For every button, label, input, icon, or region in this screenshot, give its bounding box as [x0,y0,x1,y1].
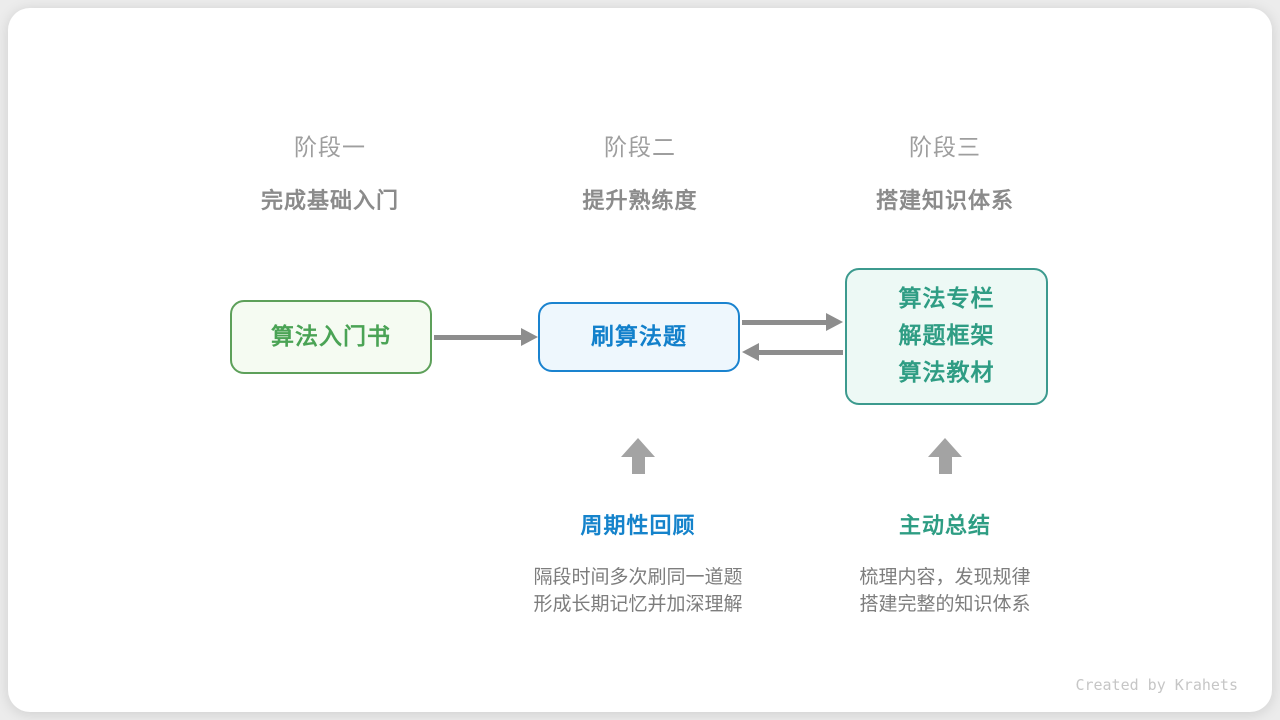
summary-title: 主动总结 [898,514,991,539]
arrow-up-icon [620,438,656,474]
stage3-header: 阶段三 搭建知识体系 [825,128,1065,215]
stage2-header: 阶段二 提升熟练度 [520,128,760,215]
arrow-head [928,438,962,457]
arrow-shaft [434,334,521,340]
node-practice-problems-label: 刷算法题 [591,323,687,350]
arrow-shaft [742,319,826,325]
node-practice-problems: 刷算法题 [538,302,740,372]
stage2-subtitle: 提升熟练度 [582,189,698,214]
summary-annotation: 主动总结 梳理内容，发现规律 搭建完整的知识体系 [805,508,1085,618]
credit-text: Created by Krahets [1075,676,1238,694]
stage1-header: 阶段一 完成基础入门 [210,128,450,215]
stage1-label: 阶段一 [294,135,366,161]
review-description-line1: 隔段时间多次刷同一道题 [533,566,743,588]
node-knowledge-system-line3: 算法教材 [898,360,995,386]
summary-description-line2: 搭建完整的知识体系 [859,593,1031,615]
arrow-left-icon [742,343,843,361]
node-knowledge-system-line2: 解题框架 [898,323,995,349]
arrow-head [521,328,538,346]
review-description: 隔段时间多次刷同一道题 形成长期记忆并加深理解 [498,564,778,618]
stage1-subtitle: 完成基础入门 [260,189,399,214]
arrow-stem [631,457,645,474]
arrow-up-icon [927,438,963,474]
review-title: 周期性回顾 [580,514,696,539]
stage3-label: 阶段三 [909,135,981,161]
node-intro-book-label: 算法入门书 [271,323,391,350]
node-knowledge-system-line1: 算法专栏 [898,286,995,312]
arrow-head [742,343,759,361]
arrow-stem [938,457,952,474]
stage2-label: 阶段二 [604,135,676,161]
arrow-right-icon [742,313,843,331]
node-knowledge-system: 算法专栏 解题框架 算法教材 [845,268,1048,405]
node-intro-book: 算法入门书 [230,300,432,374]
summary-description: 梳理内容，发现规律 搭建完整的知识体系 [805,564,1085,618]
arrow-right-icon [434,328,538,346]
review-description-line2: 形成长期记忆并加深理解 [533,593,743,615]
summary-description-line1: 梳理内容，发现规律 [859,566,1031,588]
arrow-head [621,438,655,457]
review-annotation: 周期性回顾 隔段时间多次刷同一道题 形成长期记忆并加深理解 [498,508,778,618]
stage3-subtitle: 搭建知识体系 [875,189,1014,214]
arrow-shaft [759,349,843,355]
arrow-head [826,313,843,331]
